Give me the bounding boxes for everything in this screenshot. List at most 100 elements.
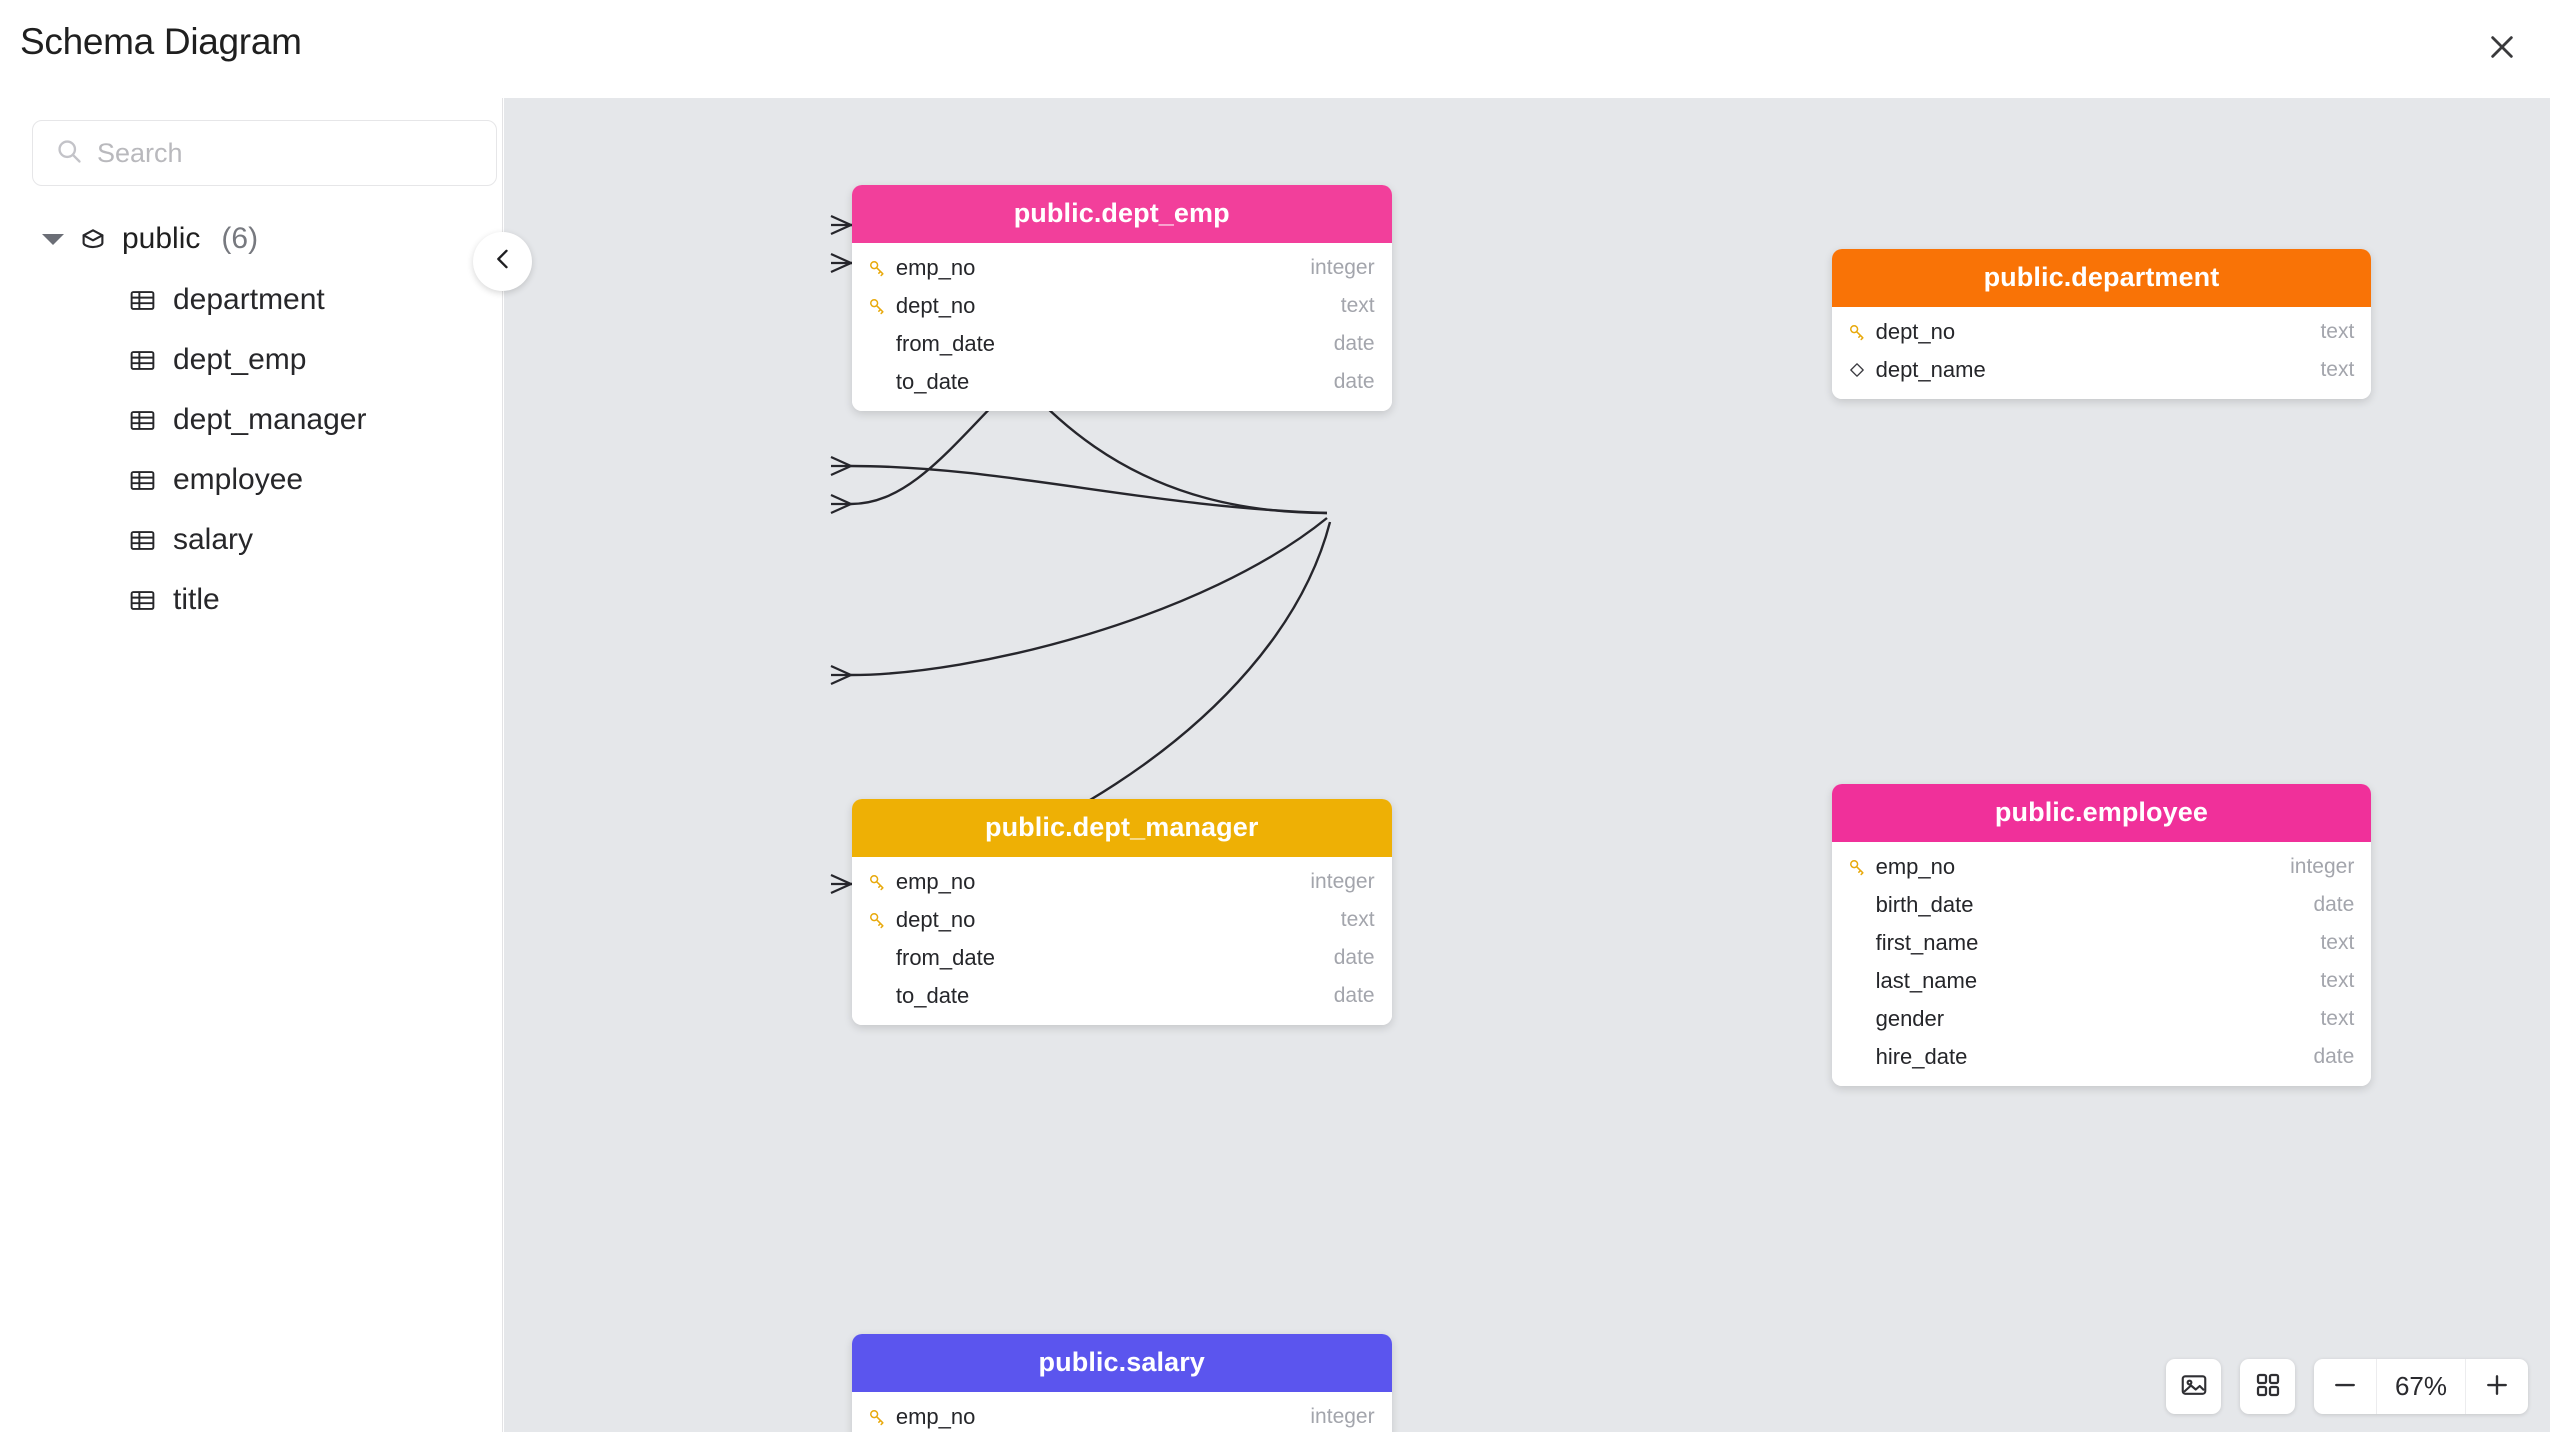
minus-icon: [2330, 1370, 2360, 1403]
column-name: emp_no: [895, 254, 976, 280]
chevron-down-icon[interactable]: [42, 233, 64, 245]
column-name: emp_no: [1875, 853, 1956, 879]
schema-label: public: [122, 222, 201, 255]
relationship-edge[interactable]: [850, 464, 1328, 515]
column-type: text: [1340, 293, 1375, 317]
zoom-control: 67%: [2314, 1359, 2528, 1414]
sidebar-collapse-button[interactable]: [473, 232, 532, 291]
column-name: hire_date: [1875, 1043, 1968, 1069]
export-image-button[interactable]: [2166, 1359, 2221, 1414]
column-type: date: [2313, 1044, 2355, 1068]
layout-grid-button[interactable]: [2240, 1359, 2295, 1414]
column-name: gender: [1875, 1005, 1945, 1031]
primary-key-icon: [866, 296, 888, 316]
sidebar-item-salary[interactable]: salary: [0, 510, 503, 570]
column-type: text: [2320, 930, 2355, 954]
column-name: from_date: [895, 330, 995, 356]
column-name: emp_no: [895, 868, 976, 894]
table-icon: [128, 346, 157, 375]
column-name: dept_no: [1875, 318, 1956, 344]
chevron-left-icon: [489, 245, 517, 278]
sidebar-item-label: department: [173, 283, 325, 316]
zoom-in-button[interactable]: [2466, 1359, 2528, 1414]
column-row[interactable]: to_date date: [852, 977, 1392, 1015]
sidebar-item-label: dept_manager: [173, 403, 367, 436]
column-row[interactable]: gender text: [1832, 1000, 2372, 1038]
page-title: Schema Diagram: [20, 21, 302, 62]
table-node-header[interactable]: public.dept_emp: [851, 184, 1392, 243]
column-type: integer: [1310, 869, 1375, 893]
column-name: to_date: [895, 982, 970, 1008]
unique-index-icon: [1846, 360, 1868, 380]
crowsfoot-marker: [830, 214, 852, 236]
column-type: integer: [2290, 854, 2355, 878]
sidebar-item-title[interactable]: title: [0, 570, 503, 630]
sidebar-item-department[interactable]: department: [0, 270, 503, 330]
column-type: text: [2320, 357, 2355, 381]
column-name: first_name: [1875, 929, 1979, 955]
primary-key-icon: [866, 872, 888, 892]
column-type: date: [1333, 983, 1375, 1007]
zoom-level-label[interactable]: 67%: [2376, 1359, 2466, 1414]
column-row[interactable]: hire_date date: [1832, 1038, 2372, 1076]
search-icon: [55, 137, 83, 170]
sidebar-item-dept_emp[interactable]: dept_emp: [0, 330, 503, 390]
schema-tree: public (6) department dept_emp: [0, 208, 503, 630]
table-node-header[interactable]: public.department: [1831, 248, 2372, 307]
window-header: Schema Diagram: [0, 0, 2550, 98]
primary-key-icon: [1846, 857, 1868, 877]
crowsfoot-marker: [830, 664, 852, 686]
table-node-header[interactable]: public.employee: [1831, 783, 2372, 842]
column-type: date: [1333, 945, 1375, 969]
crowsfoot-marker: [830, 493, 852, 515]
column-row[interactable]: emp_no integer: [1832, 848, 2372, 886]
primary-key-icon: [866, 910, 888, 930]
table-icon: [128, 526, 157, 555]
column-name: dept_no: [895, 906, 976, 932]
table-node-salary[interactable]: public.salaryemp_nointegeramountintegerf…: [851, 1333, 1392, 1432]
crowsfoot-marker: [830, 252, 852, 274]
column-type: date: [1333, 331, 1375, 355]
database-icon: [78, 224, 108, 254]
relationship-edge[interactable]: [850, 517, 1328, 677]
tree-schema-public[interactable]: public (6): [0, 208, 503, 270]
table-icon: [128, 406, 157, 435]
table-node-header[interactable]: public.dept_manager: [851, 798, 1392, 857]
table-node-header[interactable]: public.salary: [851, 1333, 1392, 1392]
table-icon: [128, 466, 157, 495]
crowsfoot-marker: [830, 455, 852, 477]
close-button[interactable]: [2472, 18, 2532, 78]
table-icon: [128, 286, 157, 315]
sidebar-item-dept_manager[interactable]: dept_manager: [0, 390, 503, 450]
search-field[interactable]: [32, 120, 497, 186]
zoom-out-button[interactable]: [2314, 1359, 2376, 1414]
column-row[interactable]: emp_no integer: [852, 863, 1392, 901]
sidebar-item-employee[interactable]: employee: [0, 450, 503, 510]
sidebar: public (6) department dept_emp: [0, 98, 503, 1432]
column-row[interactable]: from_date date: [852, 325, 1392, 363]
sidebar-item-label: dept_emp: [173, 343, 307, 376]
canvas-toolbar: 67%: [2166, 1359, 2528, 1414]
search-input[interactable]: [97, 137, 474, 169]
column-row[interactable]: first_name text: [1832, 924, 2372, 962]
table-icon: [128, 586, 157, 615]
column-type: text: [2320, 1006, 2355, 1030]
